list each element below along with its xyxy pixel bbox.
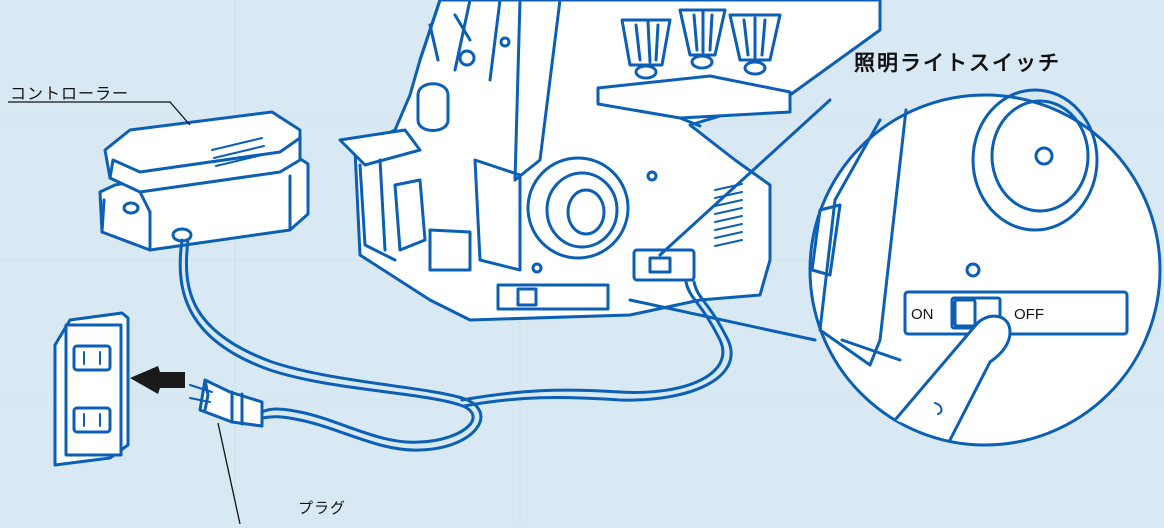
vent-grille xyxy=(714,183,743,247)
switch-on-label: ON xyxy=(911,306,934,323)
power-cords xyxy=(178,238,733,452)
switch-off-label: OFF xyxy=(1014,306,1044,323)
power-plug xyxy=(189,378,264,428)
switch-rocker xyxy=(953,298,977,328)
plug-label: プラグ xyxy=(298,499,347,517)
zoom-connector-lines xyxy=(628,98,832,342)
switch-magnified-view xyxy=(808,88,1162,447)
light-switch-label: 照明ライトスイッチ xyxy=(854,51,1061,75)
finger xyxy=(893,314,1012,442)
controller-pedal xyxy=(103,110,302,194)
sewing-machine xyxy=(338,0,882,322)
thread-spools xyxy=(620,8,782,80)
foot-controller xyxy=(98,110,310,252)
wall-outlet xyxy=(53,311,130,467)
leader-lines xyxy=(8,101,241,525)
controller-label: コントローラー xyxy=(10,84,130,103)
thread-stand xyxy=(596,74,792,120)
insert-arrow xyxy=(130,366,185,394)
machine-switch-slot xyxy=(496,283,610,311)
machine-power-socket xyxy=(632,248,696,282)
